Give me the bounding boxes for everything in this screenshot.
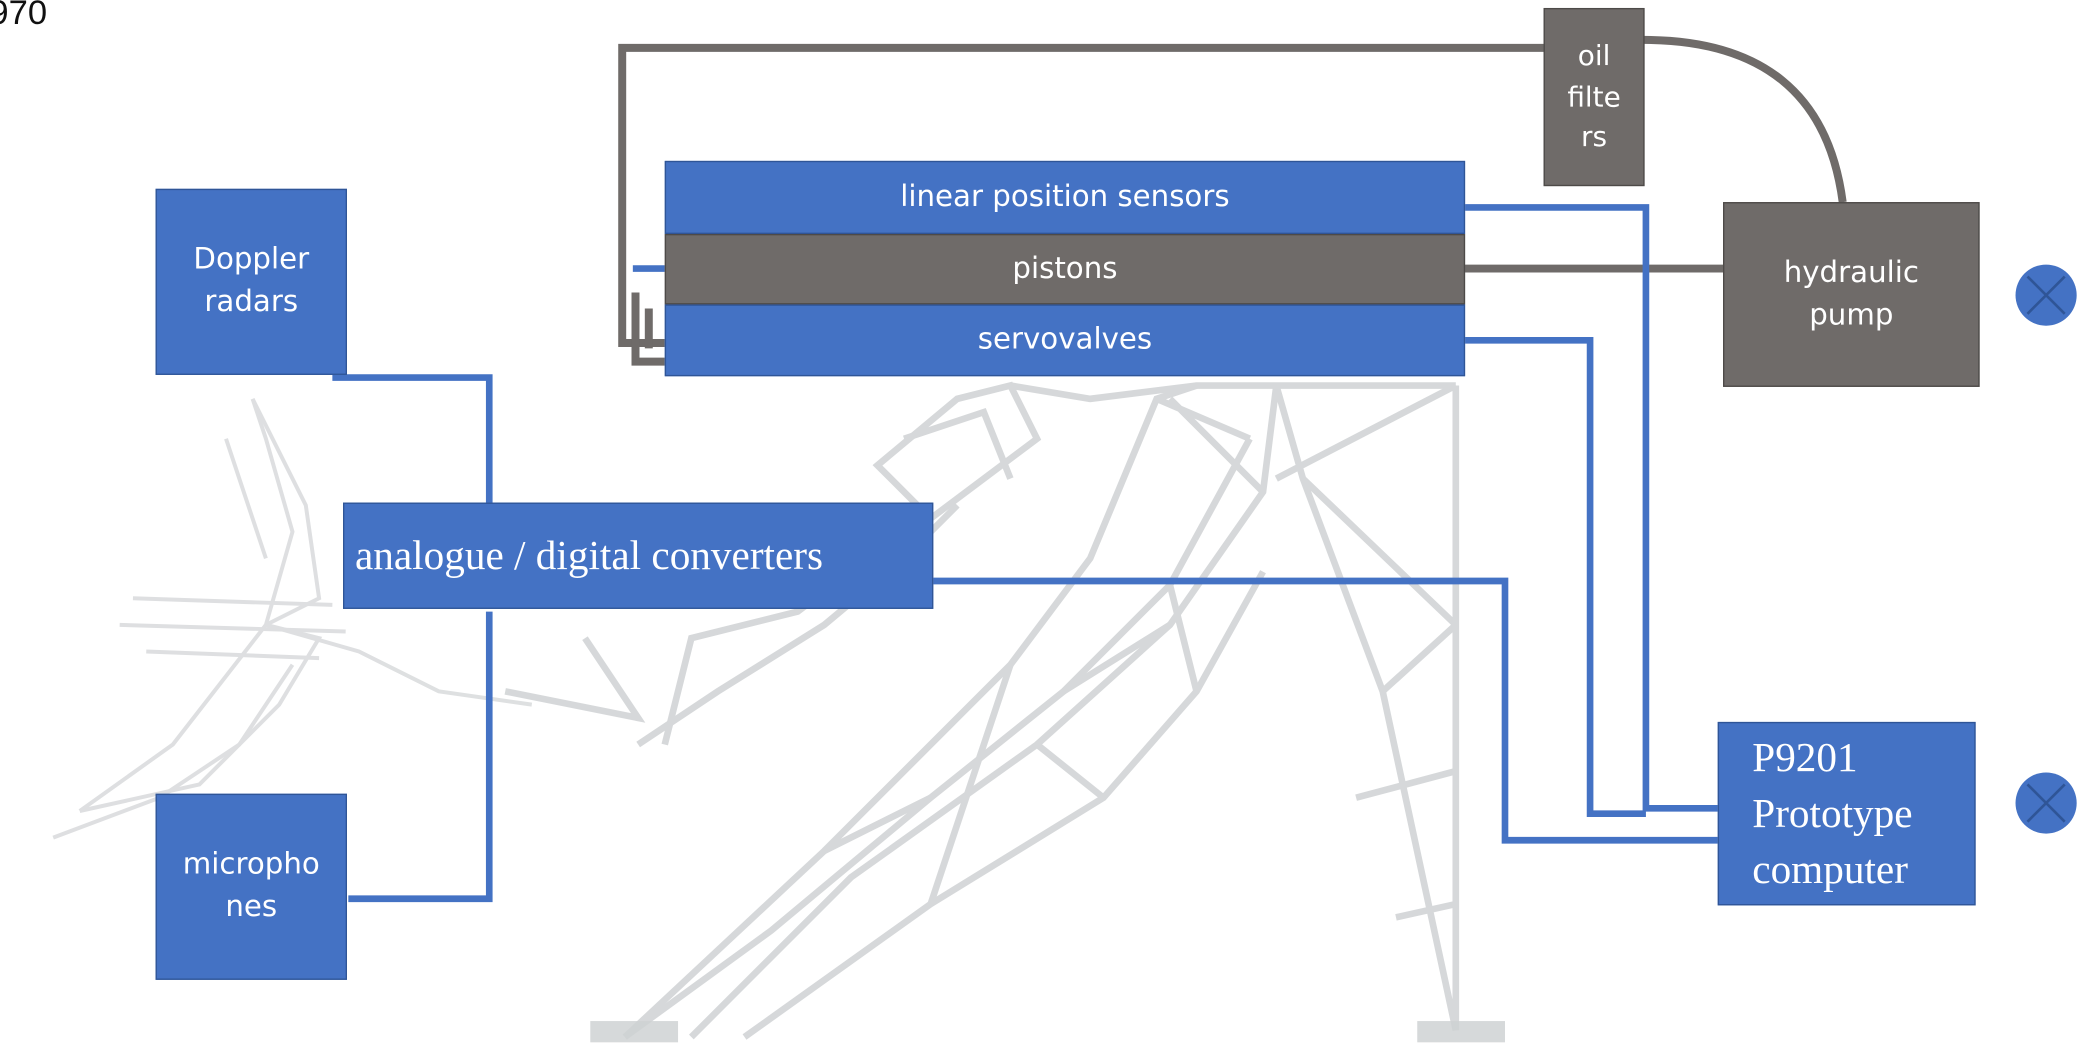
microphones-label: micropho nes bbox=[182, 848, 320, 925]
oil-filters-box: oil filte rs bbox=[1543, 7, 1645, 187]
structure-drawing bbox=[504, 381, 1460, 1040]
structure-arm bbox=[52, 397, 533, 840]
x-circle-icon bbox=[2015, 264, 2077, 326]
ad-converters-box: analogue / digital converters bbox=[343, 502, 934, 609]
doppler-radars-box: Doppler radars bbox=[155, 188, 347, 375]
ad-converters-label: analogue / digital converters bbox=[354, 531, 824, 578]
corner-text: 970 bbox=[0, 0, 48, 32]
hydraulic-pump-label: hydraulic pump bbox=[1783, 256, 1919, 332]
microphones-box: micropho nes bbox=[155, 793, 347, 980]
linear-position-sensors-label: linear position sensors bbox=[900, 180, 1230, 214]
servovalves-label: servovalves bbox=[977, 323, 1153, 357]
computer-label: P9201 Prototype computer bbox=[1752, 734, 1913, 892]
servovalves-box: servovalves bbox=[664, 304, 1466, 377]
doppler-radars-label: Doppler radars bbox=[193, 243, 310, 320]
pistons-label: pistons bbox=[1012, 252, 1118, 286]
signal-lines bbox=[332, 204, 1718, 903]
hydraulic-lines bbox=[618, 35, 1847, 366]
linear-position-sensors-box: linear position sensors bbox=[664, 160, 1466, 234]
pistons-box: pistons bbox=[664, 233, 1466, 305]
hydraulic-pump-box: hydraulic pump bbox=[1723, 202, 1980, 387]
structure-feet bbox=[590, 1021, 1505, 1043]
computer-box: P9201 Prototype computer bbox=[1717, 721, 1976, 906]
x-circle-icon bbox=[2015, 772, 2077, 834]
oil-filters-label: oil filte rs bbox=[1567, 40, 1621, 154]
